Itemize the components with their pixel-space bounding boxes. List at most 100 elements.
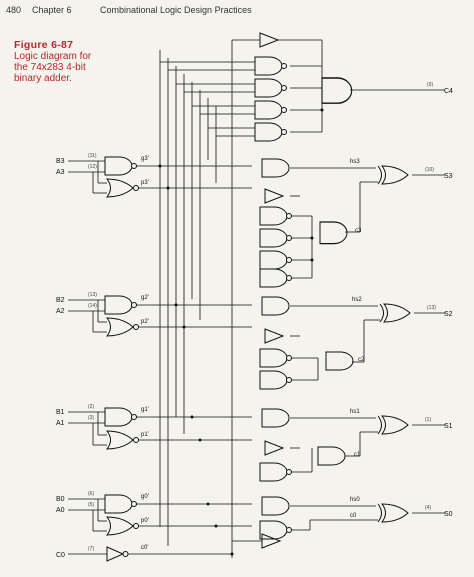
and-gate-c1 bbox=[317, 446, 346, 466]
input-a2-label: A2 bbox=[56, 308, 65, 315]
signal-c0-prime: c0' bbox=[141, 545, 148, 551]
chapter-label: Chapter 6 bbox=[32, 5, 72, 15]
sum-stage-s1: hs1 c1 (1) S1 bbox=[259, 408, 453, 482]
and-gate-c2 bbox=[325, 351, 354, 371]
pin-b1: (2) bbox=[88, 404, 94, 410]
signal-hs2: hs2 bbox=[352, 297, 362, 303]
and-gate-hs2 bbox=[261, 296, 290, 316]
pin-c0: (7) bbox=[88, 546, 94, 552]
nand-gate-s3-d bbox=[259, 268, 292, 288]
pin-s1: (1) bbox=[425, 417, 431, 423]
pin-b2: (13) bbox=[88, 292, 97, 298]
pin-s3: (10) bbox=[425, 167, 434, 173]
xor-gate-s0 bbox=[377, 503, 409, 523]
signal-hs3: hs3 bbox=[350, 159, 360, 165]
pin-s2: (13) bbox=[427, 305, 436, 311]
signal-c0-internal: c0 bbox=[350, 513, 357, 519]
signal-p0: p0' bbox=[141, 518, 149, 524]
input-b1-label: B1 bbox=[56, 409, 65, 416]
and-gate-hs0 bbox=[261, 496, 290, 516]
page-header: 480 Chapter 6 Combinational Logic Design… bbox=[0, 0, 474, 18]
output-s0-label: S0 bbox=[444, 511, 453, 518]
nor-gate-p2 bbox=[106, 317, 139, 337]
signal-p1: p1' bbox=[141, 432, 149, 438]
pin-c4: (9) bbox=[427, 82, 433, 88]
signal-c2: c2 bbox=[358, 357, 365, 363]
nand-gate-g0 bbox=[104, 494, 137, 514]
input-a1-label: A1 bbox=[56, 420, 65, 427]
signal-hs1: hs1 bbox=[350, 409, 360, 415]
sum-stage-s3: hs3 c3 (10) S3 bbox=[259, 158, 453, 288]
nand-gate-s2-b bbox=[259, 370, 292, 390]
xor-gate-s1 bbox=[377, 415, 409, 435]
signal-g2: g2' bbox=[141, 295, 149, 301]
pin-a0: (5) bbox=[88, 502, 94, 508]
output-s2-label: S2 bbox=[444, 311, 453, 318]
input-stage-bit1: B1 A1 (2) (3) g1' p1' bbox=[56, 404, 252, 450]
and-gate-hs1 bbox=[261, 408, 290, 428]
pin-b3: (11) bbox=[88, 153, 97, 159]
nand-gate-s1-a bbox=[259, 462, 292, 482]
signal-g1: g1' bbox=[141, 407, 149, 413]
signal-hs0: hs0 bbox=[350, 497, 360, 503]
inverter-c0 bbox=[106, 546, 129, 562]
section-title: Combinational Logic Design Practices bbox=[100, 5, 252, 15]
nand-gate-c4-b bbox=[254, 78, 287, 98]
and-gate-hs3 bbox=[261, 158, 290, 178]
input-b0-label: B0 bbox=[56, 496, 65, 503]
carry-lookahead-c4: (9) C4 bbox=[160, 32, 453, 142]
pin-a1: (3) bbox=[88, 415, 94, 421]
and-gate-c4 bbox=[321, 77, 353, 104]
bus-lines bbox=[159, 40, 233, 558]
nand-gate-s0-a bbox=[259, 520, 292, 540]
pin-s0: (4) bbox=[425, 505, 431, 511]
nor-gate-p3 bbox=[106, 178, 139, 198]
nand-gate-c4-c bbox=[254, 100, 287, 120]
input-c0-label: C0 bbox=[56, 552, 65, 559]
nand-gate-s3-a bbox=[259, 206, 292, 226]
caption-line-2: the 74x283 4-bit bbox=[14, 62, 86, 73]
signal-g0: g0' bbox=[141, 494, 149, 500]
caption-line-1: Logic diagram for bbox=[14, 51, 92, 62]
xor-gate-s2 bbox=[379, 303, 411, 323]
input-a3-label: A3 bbox=[56, 169, 65, 176]
signal-p2: p2' bbox=[141, 319, 149, 325]
nor-gate-p0 bbox=[106, 516, 139, 536]
input-a0-label: A0 bbox=[56, 507, 65, 514]
output-s3-label: S3 bbox=[444, 173, 453, 180]
nand-gate-g2 bbox=[104, 295, 137, 315]
nand-gate-c4-a bbox=[254, 56, 287, 76]
nand-gate-g1 bbox=[104, 407, 137, 427]
page-number: 480 bbox=[6, 5, 22, 15]
output-s1-label: S1 bbox=[444, 423, 453, 430]
input-b3-label: B3 bbox=[56, 158, 65, 165]
output-c4-label: C4 bbox=[444, 88, 453, 95]
buffer-s2-carry bbox=[264, 328, 284, 344]
carry-in-stage: C0 (7) c0' bbox=[56, 545, 232, 562]
nand-gate-s2-a bbox=[259, 348, 292, 368]
pin-b0: (6) bbox=[88, 491, 94, 497]
nand-gate-c4-d bbox=[254, 122, 287, 142]
input-b2-label: B2 bbox=[56, 297, 65, 304]
input-stage-bit3: B3 A3 (11) (12) g3' p3' bbox=[56, 153, 252, 198]
signal-g3: g3' bbox=[141, 156, 149, 162]
figure-caption: Figure 6-87 Logic diagram for the 74x283… bbox=[14, 39, 124, 85]
buffer-c4-path bbox=[259, 32, 279, 48]
buffer-s1-carry bbox=[264, 440, 284, 456]
nor-gate-p1 bbox=[106, 430, 139, 450]
signal-c1: c1 bbox=[354, 452, 361, 458]
figure-number: Figure 6-87 bbox=[14, 39, 74, 51]
junction-dots bbox=[158, 108, 324, 556]
input-stage-bit0: B0 A0 (6) (5) g0' p0' bbox=[56, 491, 252, 536]
signal-p3: p3' bbox=[141, 180, 149, 186]
nand-gate-s3-b bbox=[259, 228, 292, 248]
buffer-s0-carry bbox=[261, 533, 281, 549]
signal-c3: c3 bbox=[355, 228, 362, 234]
caption-line-3: binary adder. bbox=[14, 73, 72, 84]
input-stage-bit2: B2 A2 (13) (14) g2' p2' bbox=[56, 292, 252, 337]
sum-stage-s0: hs0 c0 (4) S0 bbox=[232, 496, 453, 549]
pin-a3: (12) bbox=[88, 164, 97, 170]
pin-a2: (14) bbox=[88, 303, 97, 309]
nand-gate-g3 bbox=[104, 156, 137, 176]
